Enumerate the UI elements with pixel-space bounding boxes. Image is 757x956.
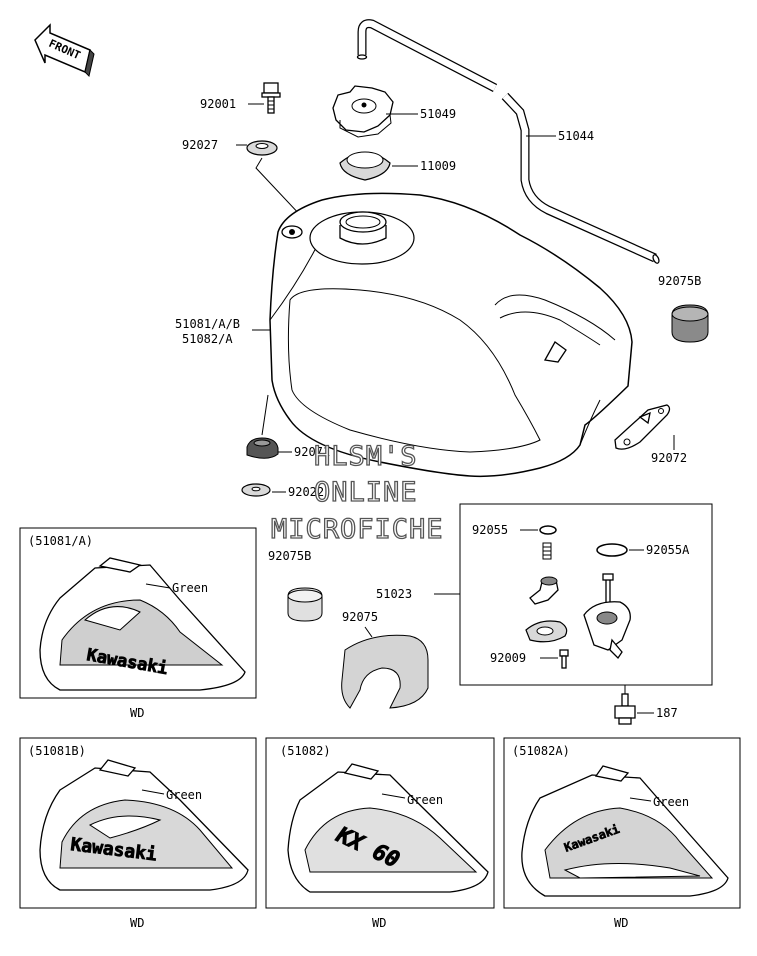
cushion-92075B-mid	[287, 587, 323, 622]
fuel-cock-lever	[529, 576, 559, 605]
screw-92009	[559, 649, 569, 669]
label-92071: 92071	[294, 445, 330, 459]
label-11009: 11009	[420, 159, 456, 173]
decal-panel-51081A: (51081/A) Kawasaki Green WD	[19, 527, 257, 720]
panel-2-title: (51081B)	[28, 744, 86, 758]
label-51023: 51023	[376, 587, 412, 601]
bolt-187	[614, 693, 636, 725]
washer-92022	[241, 483, 271, 497]
label-92075: 92075	[342, 610, 378, 624]
panel-1-title: (51081/A)	[28, 534, 93, 548]
panel-4-title: (51082A)	[512, 744, 570, 758]
panel-2-color: Green	[166, 788, 202, 802]
watermark-line-3: MICROFICHE	[271, 514, 444, 545]
fuel-cock-body	[583, 573, 631, 660]
label-92075B-top: 92075B	[658, 274, 701, 288]
label-92027: 92027	[182, 138, 218, 152]
watermark-line-1: HLSM'S	[314, 441, 418, 472]
grommet-92071	[246, 437, 279, 459]
panel-3-color: Green	[407, 793, 443, 807]
bracket-92072	[614, 404, 671, 450]
decal-panel-51081B: (51081B) Kawasaki Green WD	[19, 737, 257, 930]
spring	[542, 542, 552, 560]
label-92001: 92001	[200, 97, 236, 111]
label-92075B-mid: 92075B	[268, 549, 311, 563]
washer-92027	[246, 140, 278, 156]
front-arrow-icon: FRONT	[34, 23, 95, 77]
fuel-cock-gasket	[525, 620, 568, 643]
label-51049: 51049	[420, 107, 456, 121]
label-51044: 51044	[558, 129, 594, 143]
fuel-cock-box	[459, 503, 713, 686]
panel-1-code: WD	[130, 706, 144, 720]
cushion-92075B-top	[671, 304, 709, 343]
panel-4-color: Green	[653, 795, 689, 809]
label-51082: 51082/A	[182, 332, 233, 346]
bolt-92001	[261, 82, 281, 114]
label-92022: 92022	[288, 485, 324, 499]
fuel-tank	[269, 192, 633, 478]
watermark-line-2: ONLINE	[314, 477, 418, 508]
panel-4-code: WD	[614, 916, 628, 930]
decal-panel-51082: (51082) KX 60 Green WD	[265, 737, 495, 930]
panel-1-color: Green	[172, 581, 208, 595]
label-92055A: 92055A	[646, 543, 690, 557]
panel-2-code: WD	[130, 916, 144, 930]
label-51081: 51081/A/B	[175, 317, 240, 331]
fuel-cap-51049	[332, 85, 394, 138]
decal-panel-51082A: (51082A) Kawasaki Green WD	[503, 737, 741, 930]
oring-92055A	[596, 543, 628, 557]
label-187: 187	[656, 706, 678, 720]
panel-3-code: WD	[372, 916, 386, 930]
label-92072: 92072	[651, 451, 687, 465]
gasket-11009	[339, 151, 391, 181]
cushion-92075	[341, 634, 429, 709]
panel-3-title: (51082)	[280, 744, 331, 758]
label-92055: 92055	[472, 523, 508, 537]
oring-92055	[539, 525, 557, 535]
breather-hose-51044	[356, 19, 660, 264]
label-92009: 92009	[490, 651, 526, 665]
